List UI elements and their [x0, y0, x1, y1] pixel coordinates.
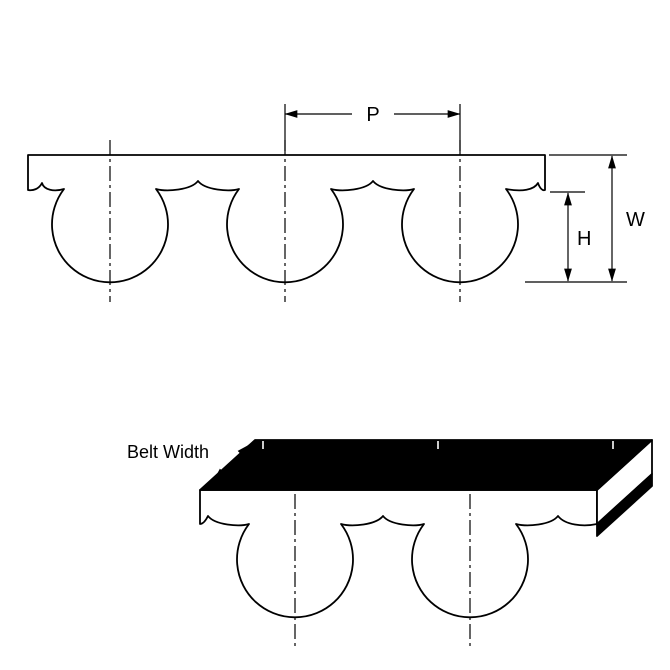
belt-profile-front — [199, 489, 598, 619]
height-label: H — [577, 228, 591, 250]
width-dimension: W — [525, 154, 645, 283]
belt-width-label: Belt Width — [127, 442, 209, 462]
belt-width-arrow — [213, 444, 250, 481]
height-dimension: H — [550, 191, 591, 282]
belt-width-annotation: Belt Width — [127, 442, 250, 481]
profile-view — [27, 140, 546, 302]
pitch-dimension: P — [284, 104, 461, 151]
width-label: W — [626, 209, 645, 231]
isometric-view — [199, 439, 653, 650]
belt-profile — [27, 154, 546, 284]
belt-end-tooth-flank — [596, 473, 653, 537]
pitch-label: P — [366, 104, 379, 126]
belt-top-face — [199, 439, 653, 491]
